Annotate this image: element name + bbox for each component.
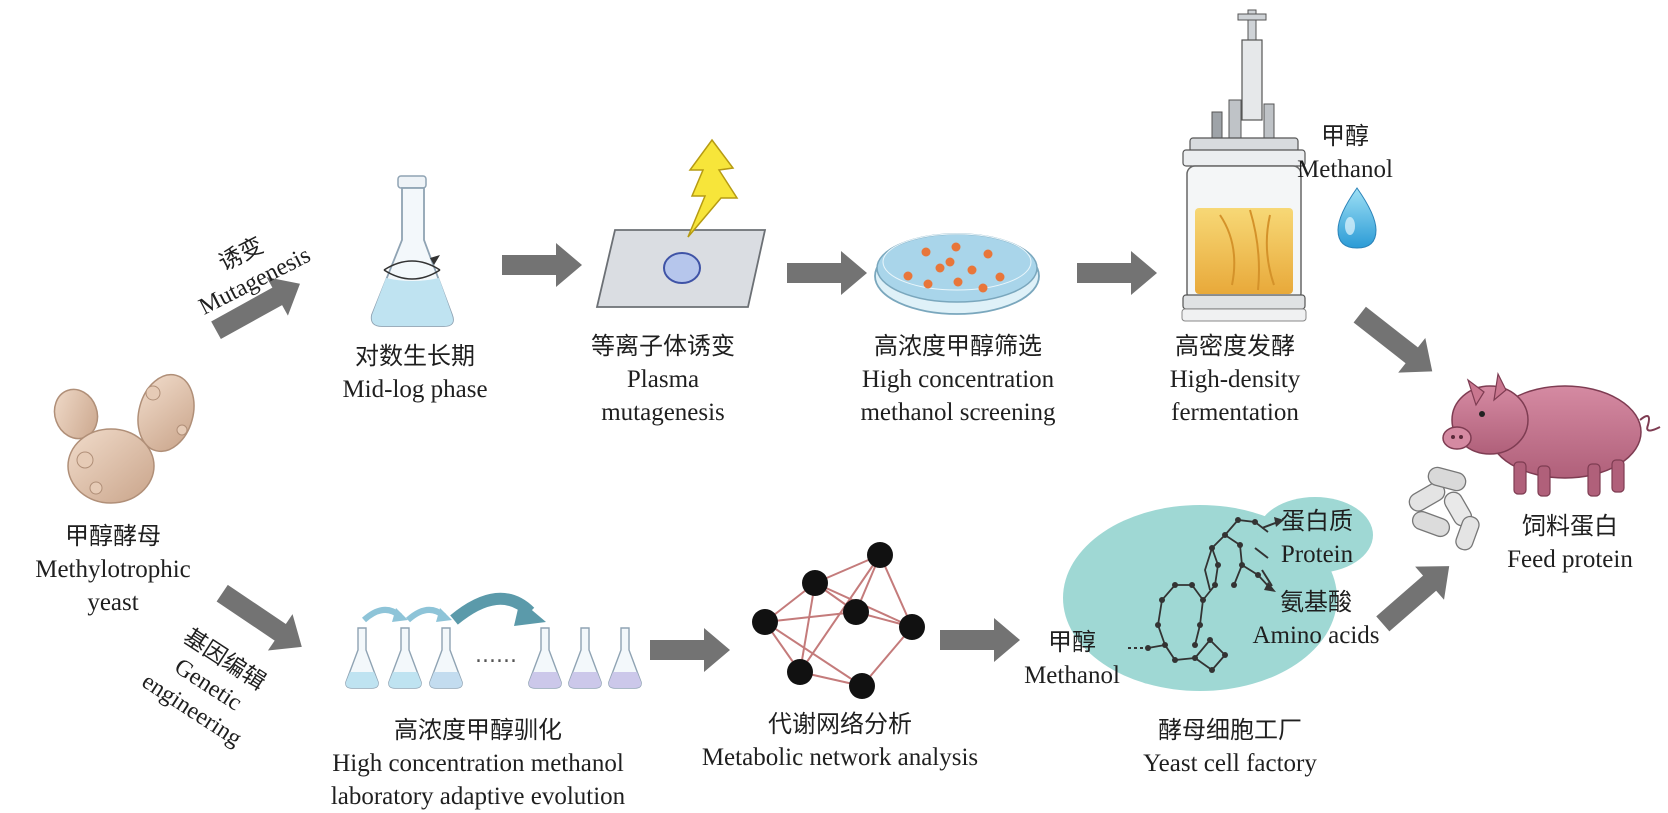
adaptive-evolution-label-cn: 高浓度甲醇驯化 [394, 716, 562, 744]
start-label-cn: 甲醇酵母 [65, 522, 161, 550]
pig-image [1442, 372, 1661, 497]
petri-dish-image [874, 233, 1040, 315]
protein-label: 蛋白质 Protein [1262, 505, 1372, 571]
methanol-input-label: 甲醇 Methanol [1285, 120, 1405, 186]
arrow-flask-to-plasma [502, 243, 582, 287]
amino-acids-label: 氨基酸 Amino acids [1236, 586, 1396, 652]
start-label-en-2: yeast [87, 589, 139, 616]
arrow-to-genetic-engineering [216, 584, 302, 651]
metabolic-network-label: 代谢网络分析 Metabolic network analysis [680, 708, 1000, 774]
arrow-network-to-factory [940, 618, 1020, 662]
small-flask-1 [345, 627, 379, 689]
methanol-screening-label: 高浓度甲醇筛选 High concentration methanol scre… [838, 330, 1078, 429]
arrow-petri-to-fermenter [1077, 251, 1157, 295]
high-density-fermentation-label: 高密度发酵 High-density fermentation [1150, 330, 1320, 429]
small-flask-5 [568, 627, 602, 689]
methanol-screening-label-en-2: methanol screening [860, 399, 1056, 426]
small-flask-2 [388, 627, 422, 689]
methanol-input-label-en: Methanol [1297, 156, 1393, 183]
feed-protein-label-cn: 饲料蛋白 [1522, 512, 1618, 540]
yeast-cell-factory-label-cn: 酵母细胞工厂 [1158, 716, 1302, 744]
arrow-plasma-to-petri [787, 251, 867, 295]
factory-methanol-label-cn: 甲醇 [1048, 628, 1096, 656]
metabolic-network-image [752, 542, 925, 699]
small-flask-4 [528, 627, 562, 689]
plasma-slide-image [595, 138, 767, 308]
feed-protein-label: 饲料蛋白 Feed protein [1490, 510, 1650, 576]
fermentation-label-en-1: High-density [1169, 366, 1301, 393]
ellipsis-dots: ...... [475, 643, 517, 668]
start-label: 甲醇酵母 Methylotrophic yeast [18, 520, 208, 619]
plasma-mutagenesis-label-en-1: Plasma [626, 366, 700, 393]
yeast-cells-image [53, 373, 195, 504]
flask-image [370, 175, 454, 327]
arrow-flasks-to-network [650, 628, 730, 672]
adaptive-evolution-label-en-1: High concentration methanol [332, 750, 624, 777]
amino-acids-label-cn: 氨基酸 [1280, 588, 1352, 616]
arrow-factory-to-feed [1376, 566, 1450, 632]
methanol-input-label-cn: 甲醇 [1321, 122, 1369, 150]
plasma-mutagenesis-label-cn: 等离子体诱变 [591, 332, 735, 360]
amino-acids-label-en: Amino acids [1252, 622, 1380, 649]
metabolic-network-label-en: Metabolic network analysis [701, 744, 979, 771]
mid-log-phase-label: 对数生长期 Mid-log phase [310, 340, 520, 406]
fermentation-label-cn: 高密度发酵 [1175, 332, 1295, 360]
methanol-screening-label-en-1: High concentration [861, 366, 1055, 393]
small-flask-6 [608, 627, 642, 689]
arrow-fermenter-to-pig [1353, 306, 1433, 373]
fermenter-image [1181, 9, 1307, 322]
protein-label-cn: 蛋白质 [1281, 507, 1353, 535]
start-label-en-1: Methylotrophic [35, 556, 191, 583]
feed-protein-label-en: Feed protein [1507, 546, 1633, 573]
arrow-to-mutagenesis [211, 277, 300, 340]
methanol-screening-label-cn: 高浓度甲醇筛选 [874, 332, 1042, 360]
yeast-cell-factory-image [1063, 497, 1373, 691]
flask-series-image [345, 592, 642, 689]
adaptive-evolution-label: 高浓度甲醇驯化 High concentration methanol labo… [308, 714, 648, 813]
factory-methanol-label: 甲醇 Methanol [1012, 626, 1132, 692]
yeast-cell-factory-label: 酵母细胞工厂 Yeast cell factory [1120, 714, 1340, 780]
plasma-mutagenesis-label-en-2: mutagenesis [601, 399, 725, 426]
adaptive-evolution-label-en-2: laboratory adaptive evolution [330, 783, 626, 810]
feed-pellets-image [1408, 466, 1480, 551]
fermentation-label-en-2: fermentation [1171, 399, 1299, 426]
mid-log-phase-label-cn: 对数生长期 [355, 342, 475, 370]
small-flask-3 [429, 627, 463, 689]
methanol-droplet-image [1337, 187, 1377, 249]
protein-label-en: Protein [1280, 541, 1354, 568]
yeast-cell-factory-label-en: Yeast cell factory [1143, 750, 1317, 777]
plasma-mutagenesis-label: 等离子体诱变 Plasma mutagenesis [563, 330, 763, 429]
metabolic-network-label-cn: 代谢网络分析 [768, 710, 912, 738]
mid-log-phase-label-en: Mid-log phase [342, 376, 488, 403]
factory-methanol-label-en: Methanol [1024, 662, 1120, 689]
